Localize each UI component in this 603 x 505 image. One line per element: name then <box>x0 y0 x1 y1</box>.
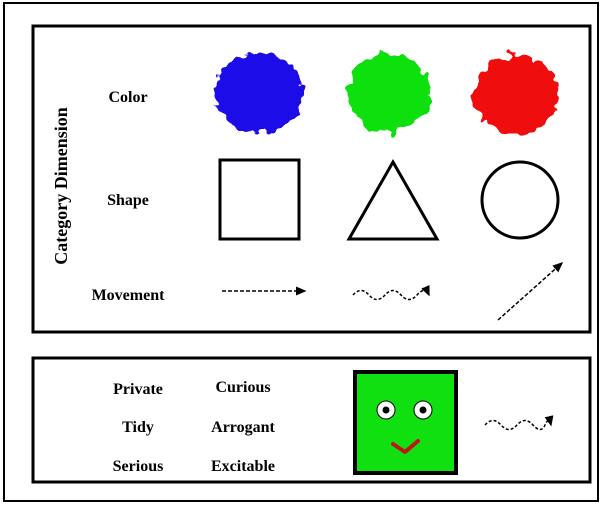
row-label-shape: Shape <box>107 192 149 209</box>
trait-private: Private <box>113 381 163 398</box>
wavy-dashed-arrow <box>352 284 430 301</box>
blue-scribble <box>215 53 303 133</box>
row-label-movement: Movement <box>92 287 166 304</box>
trait-excitable: Excitable <box>211 458 275 475</box>
triangle-shape <box>346 158 440 241</box>
trait-panel <box>31 356 592 484</box>
square-shape <box>218 158 301 241</box>
character-body <box>353 370 458 475</box>
left-pupil <box>382 406 390 414</box>
diagonal-dashed-arrow <box>497 262 564 321</box>
character-movement-arrow <box>484 415 554 431</box>
circle-shape <box>480 160 560 240</box>
green-scribble <box>346 54 430 132</box>
right-pupil <box>419 406 427 414</box>
trait-arrogant: Arrogant <box>211 419 275 436</box>
row-label-color: Color <box>108 89 147 106</box>
character-avatar <box>353 370 458 475</box>
trait-curious: Curious <box>215 379 270 396</box>
mouth-icon <box>391 439 420 454</box>
trait-tidy: Tidy <box>122 419 154 436</box>
trait-serious: Serious <box>113 458 164 475</box>
category-dimension-title: Category Dimension <box>51 107 71 264</box>
red-scribble <box>475 55 559 135</box>
